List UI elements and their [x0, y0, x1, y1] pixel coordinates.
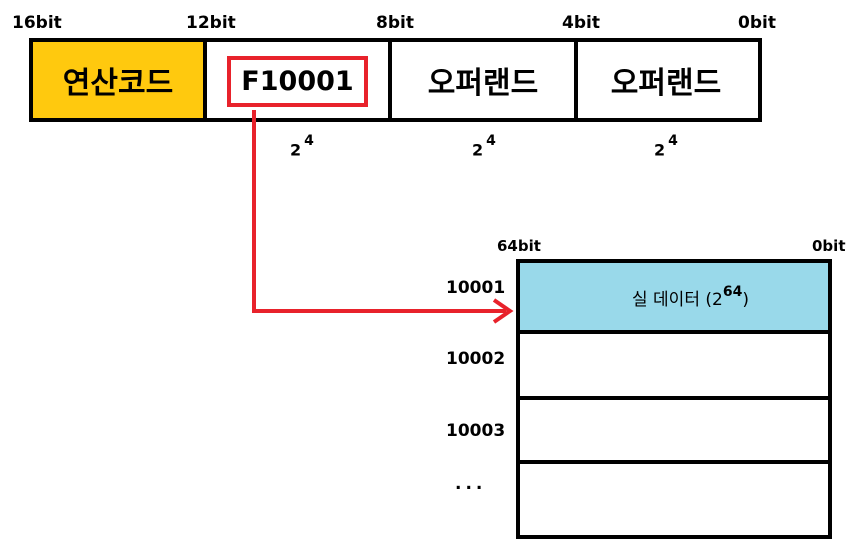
memory-address-ellipsis: ...	[455, 474, 487, 494]
memory-cell-10001: 실 데이터 (264)	[516, 259, 832, 334]
memory-address-10002: 10002	[446, 349, 506, 369]
memory-address-10001: 10001	[446, 278, 506, 298]
operand-field-1: 오퍼랜드	[388, 38, 578, 122]
memory-cell-data-label: 실 데이터 (264)	[632, 284, 749, 310]
operand-label-1: 오퍼랜드	[427, 66, 539, 101]
bit-label-16: 16bit	[12, 13, 62, 33]
memory-bit-label-64: 64bit	[497, 237, 541, 255]
bit-label-4: 4bit	[562, 13, 600, 33]
memory-cell-10003	[516, 396, 832, 464]
operand-label-2: 오퍼랜드	[610, 66, 722, 101]
opcode-label: 연산코드	[62, 66, 174, 101]
bit-label-12: 12bit	[186, 13, 236, 33]
memory-address-10003: 10003	[446, 421, 506, 441]
address-field: F10001	[203, 38, 392, 122]
bit-label-0: 0bit	[738, 13, 776, 33]
pointer-arrow-head	[492, 298, 514, 324]
memory-bit-label-0: 0bit	[812, 237, 846, 255]
opcode-field: 연산코드	[29, 38, 207, 122]
address-value: F10001	[227, 55, 368, 107]
memory-cell-more	[516, 460, 832, 539]
bit-label-8: 8bit	[376, 13, 414, 33]
operand-field-2: 오퍼랜드	[574, 38, 762, 122]
memory-cell-10002	[516, 330, 832, 400]
